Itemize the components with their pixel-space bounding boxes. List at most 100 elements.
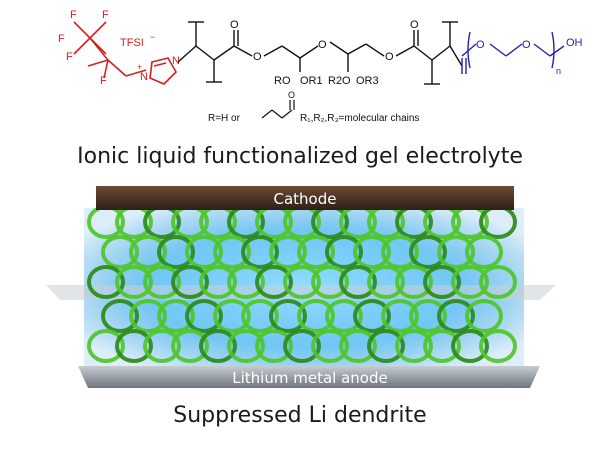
cathode-layer xyxy=(96,186,514,210)
fluoro-label: F xyxy=(58,33,65,45)
cathode-label: Cathode xyxy=(274,190,337,208)
fiber-coil xyxy=(213,299,251,333)
carbonyl-oxygen: O xyxy=(410,19,419,31)
fiber-coil xyxy=(325,299,363,333)
fiber-coil xyxy=(423,329,461,363)
bottom-caption: Suppressed Li dendrite xyxy=(173,403,426,428)
repeat-subscript: n xyxy=(556,66,561,76)
fiber-coil xyxy=(353,299,391,333)
fiber-coil xyxy=(339,329,377,363)
fiber-coil xyxy=(199,265,237,299)
counter-ion-label: TFSI xyxy=(120,37,144,49)
fiber-coil xyxy=(381,299,419,333)
substituent-label: R2O xyxy=(328,75,351,87)
ester-oxygen: O xyxy=(253,51,262,63)
anode-layer xyxy=(78,366,540,388)
fiber-coil xyxy=(409,235,447,269)
ester-oxygen: O xyxy=(385,51,394,63)
backbone-labels: O O O O O RO OR1 R2O OR3 xyxy=(230,19,419,87)
fluoro-label: F xyxy=(66,51,73,63)
fiber-coil xyxy=(101,235,139,269)
substituent-label: RO xyxy=(274,75,291,87)
fiber-coil xyxy=(381,235,419,269)
acryloyl-icon xyxy=(261,100,295,119)
fiber-coil xyxy=(241,299,279,333)
fiber-coil xyxy=(157,235,195,269)
fiber-coil xyxy=(129,299,167,333)
fiber-coil xyxy=(213,235,251,269)
ring-nitrogen-plus: N xyxy=(140,71,148,83)
fiber-coil xyxy=(115,265,153,299)
fiber-coil xyxy=(87,265,125,299)
fiber-coil xyxy=(367,329,405,363)
fluoro-label: F xyxy=(70,9,77,21)
peg-labels: O O n OH xyxy=(476,37,583,76)
fiber-coil xyxy=(353,235,391,269)
fiber-coil xyxy=(143,265,181,299)
fiber-coil xyxy=(199,329,237,363)
fiber-coil xyxy=(423,265,461,299)
fiber-coil xyxy=(451,265,489,299)
fiber-coil xyxy=(465,235,503,269)
fiber-coil xyxy=(101,299,139,333)
substituent-label: OR1 xyxy=(300,75,323,87)
anode-label: Lithium metal anode xyxy=(232,369,387,387)
terminal-hydroxyl: OH xyxy=(566,37,583,49)
counter-ion-charge: − xyxy=(150,32,155,42)
fiber-coil xyxy=(87,329,125,363)
substituent-legend: R=H or O R₁,R₂,R₃=molecular chains xyxy=(208,90,419,124)
fiber-coil xyxy=(241,235,279,269)
fiber-coil xyxy=(157,299,195,333)
fiber-coil xyxy=(171,265,209,299)
peg-oxygen: O xyxy=(476,39,485,51)
carbonyl-oxygen: O xyxy=(230,19,239,31)
fiber-coil xyxy=(171,329,209,363)
fiber-coil xyxy=(129,235,167,269)
acryloyl-oxygen: O xyxy=(288,90,295,100)
peg-oxygen: O xyxy=(522,39,531,51)
fiber-coil xyxy=(409,299,447,333)
fiber-coil xyxy=(395,329,433,363)
chemical-structure: F F F F F TFSI − N + N xyxy=(58,9,583,124)
fiber-coil xyxy=(185,299,223,333)
legend-prefix: R=H or xyxy=(208,113,241,124)
ether-oxygen: O xyxy=(318,39,327,51)
fiber-coil xyxy=(297,299,335,333)
legend-chains: R₁,R₂,R₃=molecular chains xyxy=(300,113,419,124)
fiber-coil xyxy=(339,265,377,299)
ring-charge: + xyxy=(137,62,142,72)
fiber-coil xyxy=(437,235,475,269)
fiber-coil xyxy=(325,235,363,269)
fiber-coil xyxy=(269,235,307,269)
fiber-coil xyxy=(395,265,433,299)
polymer-fiber-network xyxy=(87,205,517,363)
fiber-coil xyxy=(283,265,321,299)
fiber-coil xyxy=(297,235,335,269)
fiber-coil xyxy=(143,329,181,363)
fiber-coil xyxy=(227,329,265,363)
fiber-coil xyxy=(479,265,517,299)
fiber-coil xyxy=(437,299,475,333)
fiber-coil xyxy=(479,329,517,363)
fluoro-label: F xyxy=(102,9,109,21)
polymer-backbone xyxy=(177,21,463,85)
fiber-coil xyxy=(283,329,321,363)
ionic-liquid-moiety xyxy=(73,21,177,85)
fiber-coil xyxy=(185,235,223,269)
fiber-coil xyxy=(227,265,265,299)
fiber-coil xyxy=(269,299,307,333)
fiber-coil xyxy=(367,265,405,299)
fiber-coil xyxy=(255,329,293,363)
fiber-coil xyxy=(465,299,503,333)
fiber-coil xyxy=(255,265,293,299)
top-caption: Ionic liquid functionalized gel electrol… xyxy=(77,144,523,169)
substituent-label: OR3 xyxy=(356,75,379,87)
peg-chain xyxy=(461,31,565,74)
fiber-coil xyxy=(311,265,349,299)
ring-nitrogen: N xyxy=(172,55,180,67)
fiber-coil xyxy=(115,329,153,363)
ionic-liquid-labels: F F F F F TFSI − N + N xyxy=(58,9,180,87)
fiber-coil xyxy=(451,329,489,363)
fiber-coil xyxy=(311,329,349,363)
